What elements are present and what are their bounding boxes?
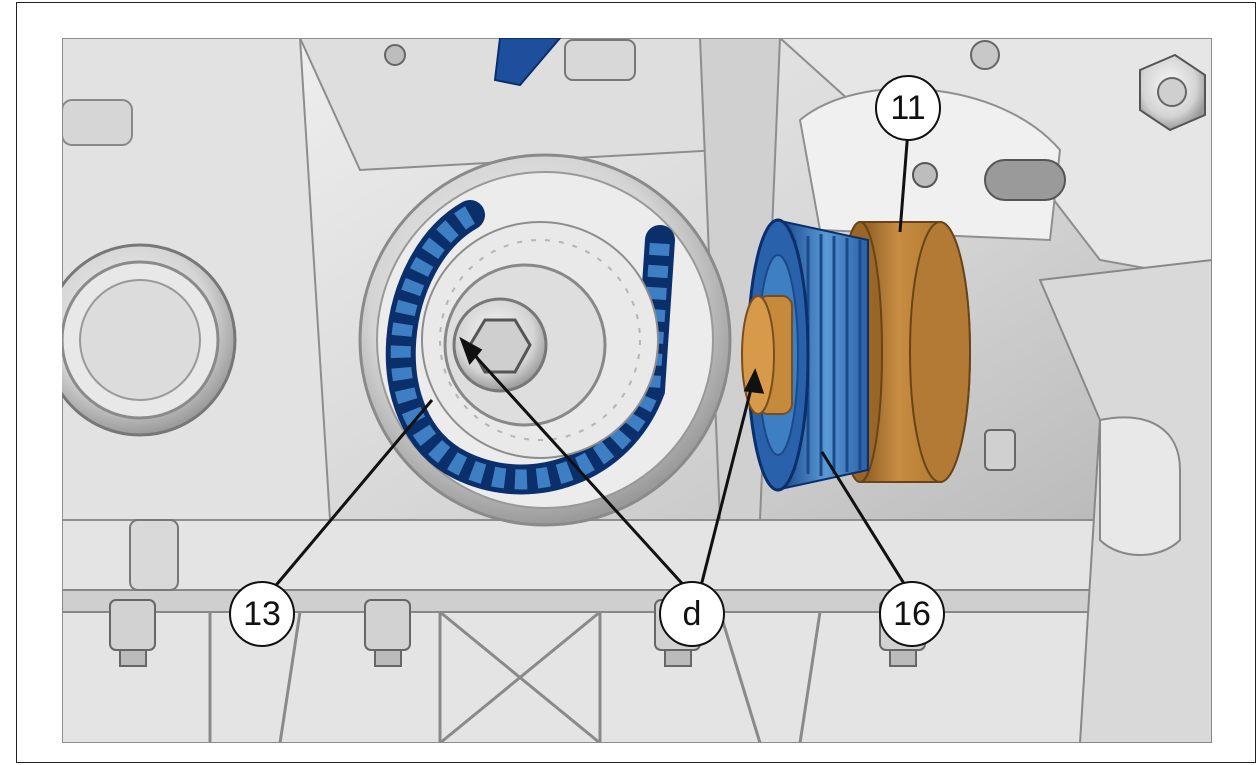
callout-16-label: 16 (893, 595, 931, 633)
callout-11: 11 (875, 75, 941, 141)
leader-lines (270, 129, 910, 592)
callout-13-label: 13 (243, 595, 281, 633)
callout-16: 16 (879, 581, 945, 647)
callout-d: d (659, 581, 725, 647)
timing-belt (385, 200, 675, 495)
callout-d-label: d (683, 595, 702, 633)
callout-11-label: 11 (890, 89, 925, 127)
right-bolt (984, 429, 1016, 471)
left-boss (62, 243, 237, 437)
bolt-top-right (1139, 53, 1206, 132)
engine-block (62, 38, 1212, 743)
callout-13: 13 (229, 581, 295, 647)
crankshaft-sprocket (421, 221, 659, 459)
